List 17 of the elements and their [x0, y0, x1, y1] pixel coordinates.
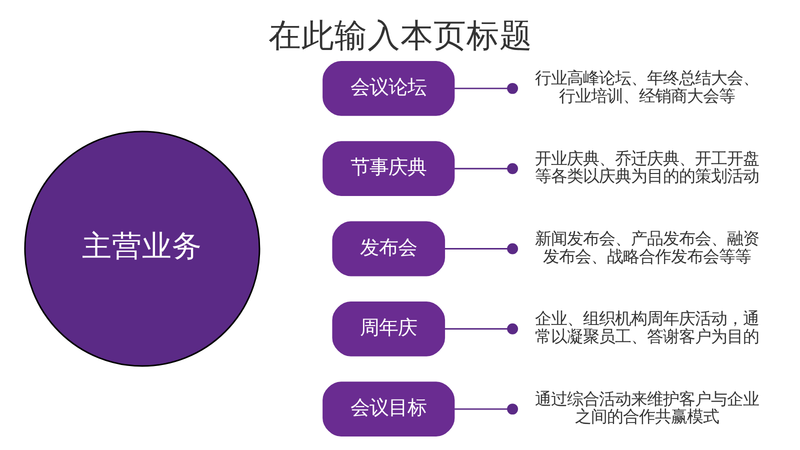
- node-box: 会议论坛: [322, 60, 454, 116]
- node-box: 发布会: [332, 221, 445, 276]
- connector: [454, 163, 518, 174]
- node-text: 企业、组织机构周年庆活动，通常以凝聚员工、答谢客户为目的: [534, 309, 758, 346]
- connector: [444, 243, 518, 254]
- node-circle: 主营业务: [24, 130, 260, 367]
- connector: [454, 404, 518, 415]
- node-text: 通过综合活动来维护客户与企业之间的合作共赢模式: [534, 389, 758, 426]
- connector: [444, 323, 518, 334]
- node-box: 会议目标: [322, 382, 454, 437]
- node-box: 周年庆: [332, 301, 445, 356]
- diagram-title: 在此输入本页标题: [268, 16, 532, 54]
- node-text: 新闻发布会、产品发布会、融资发布会、战略合作发布会等等: [534, 229, 758, 266]
- connector: [454, 82, 518, 94]
- node-box: 节事庆典: [322, 141, 454, 196]
- node-text: 开业庆典、乔迁庆典、开工开盘等各类以庆典为目的的策划活动: [534, 148, 758, 186]
- node-text: 行业高峰论坛、年终总结大会、行业培训、经销商大会等: [534, 68, 758, 106]
